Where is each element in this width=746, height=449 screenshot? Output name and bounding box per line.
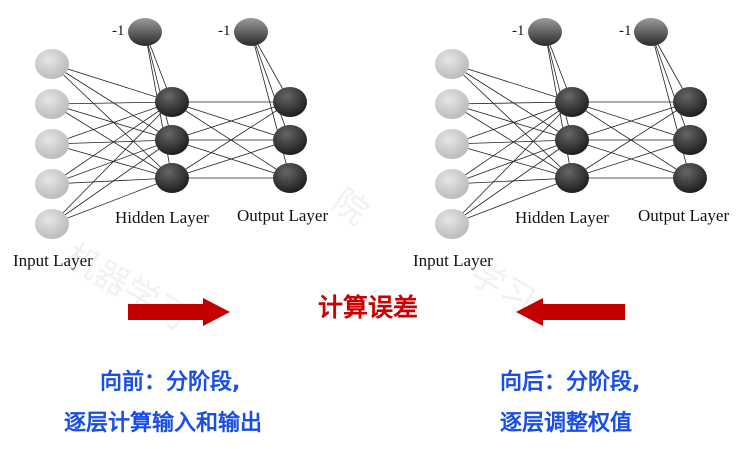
connection-line	[51, 101, 173, 105]
connection-line	[171, 139, 291, 179]
input-layer-label: Input Layer	[413, 251, 493, 270]
bias-node	[528, 18, 562, 46]
bias-line	[544, 31, 573, 141]
bias-node	[634, 18, 668, 46]
input-node	[35, 49, 69, 79]
connection-line	[451, 139, 573, 145]
hidden-node	[155, 87, 189, 117]
connection-line	[51, 101, 173, 225]
forward-caption-line1: 向前：分阶段,	[100, 370, 241, 395]
right-network	[435, 18, 707, 239]
backward-caption-line2: 逐层调整权值	[500, 411, 633, 436]
connection-line	[51, 139, 173, 225]
connection-line	[571, 101, 691, 141]
connection-line	[51, 101, 173, 145]
connection-line	[51, 63, 173, 179]
connection-line	[51, 103, 173, 179]
connection-line	[451, 177, 573, 225]
connection-line	[171, 101, 291, 179]
bias-output-label: -1	[218, 23, 231, 39]
connection-line	[451, 139, 573, 185]
connection-line	[51, 101, 173, 185]
input-node	[35, 209, 69, 239]
hidden-layer-label: Hidden Layer	[515, 208, 609, 227]
bias-line	[250, 31, 291, 141]
connection-line	[451, 101, 573, 225]
connection-line	[51, 63, 173, 141]
input-node	[435, 49, 469, 79]
connection-line	[51, 139, 173, 145]
input-node	[435, 129, 469, 159]
output-node	[673, 163, 707, 193]
connection-line	[51, 139, 173, 185]
input-layer-label: Input Layer	[13, 251, 93, 270]
connection-line	[51, 177, 173, 185]
connection-line	[451, 103, 573, 179]
hidden-node	[555, 125, 589, 155]
hidden-node	[555, 163, 589, 193]
connection-line	[51, 103, 173, 141]
connection-lines	[51, 31, 291, 225]
connection-line	[51, 63, 173, 103]
input-node	[35, 129, 69, 159]
backward-caption-line1: 向后：分阶段,	[500, 370, 641, 395]
hidden-node	[155, 125, 189, 155]
bias-line	[144, 31, 173, 141]
output-layer-label: Output Layer	[237, 206, 329, 225]
connection-line	[451, 143, 573, 179]
forward-arrow	[128, 298, 230, 326]
output-node	[673, 125, 707, 155]
connection-line	[451, 139, 573, 225]
connection-line	[171, 101, 291, 141]
connection-line	[451, 101, 573, 105]
input-node	[435, 209, 469, 239]
input-node	[435, 169, 469, 199]
input-node	[435, 89, 469, 119]
output-layer-label: Output Layer	[638, 206, 730, 225]
bias-hidden-label: -1	[112, 23, 125, 39]
connection-line	[451, 63, 573, 103]
output-node	[273, 87, 307, 117]
connection-line	[571, 101, 691, 179]
center-title: 计算误差	[318, 293, 419, 322]
backward-arrow	[516, 298, 625, 326]
output-node	[273, 163, 307, 193]
bias-output-label: -1	[619, 23, 632, 39]
hidden-layer-label: Hidden Layer	[115, 208, 209, 227]
forward-caption-line2: 逐层计算输入和输出	[64, 411, 263, 436]
output-node	[273, 125, 307, 155]
connection-lines	[451, 31, 691, 225]
connection-line	[571, 139, 691, 179]
connection-line	[451, 63, 573, 141]
bias-node	[128, 18, 162, 46]
left-network	[35, 18, 307, 239]
hidden-node	[555, 87, 589, 117]
output-node	[673, 87, 707, 117]
connection-line	[51, 143, 173, 179]
bias-node	[234, 18, 268, 46]
input-node	[35, 169, 69, 199]
connection-line	[451, 103, 573, 141]
bias-line	[650, 31, 691, 141]
bias-hidden-label: -1	[512, 23, 525, 39]
connection-line	[451, 101, 573, 145]
connection-line	[451, 101, 573, 185]
hidden-node	[155, 163, 189, 193]
connection-line	[451, 177, 573, 185]
connection-line	[451, 63, 573, 179]
input-node	[35, 89, 69, 119]
connection-line	[51, 177, 173, 225]
